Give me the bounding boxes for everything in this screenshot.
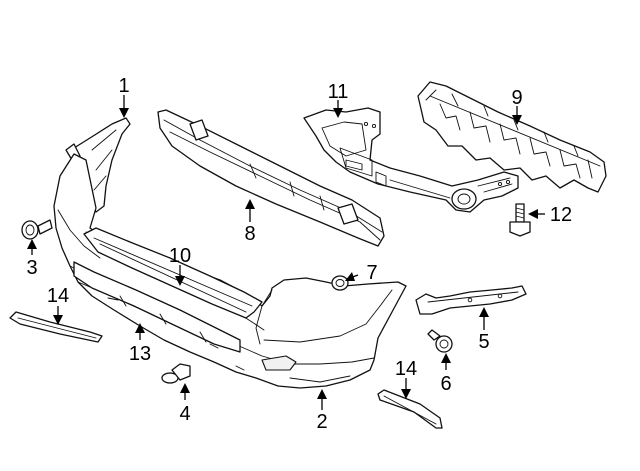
callout-10: 10 — [169, 245, 191, 267]
part-step-pad — [83, 227, 263, 319]
part-push-pin-4 — [161, 363, 191, 384]
part-grommet-7 — [331, 275, 349, 291]
part-energy-absorber — [417, 81, 607, 193]
part-trim-strip-right — [377, 389, 443, 429]
callout-5: 5 — [478, 331, 489, 353]
leader-lines — [27, 95, 545, 410]
callout-14-left: 14 — [47, 285, 69, 307]
callout-labels: 1 2 3 4 5 6 7 8 9 10 11 12 13 14 14 — [26, 75, 572, 433]
part-trim-strip-left — [9, 311, 103, 343]
callout-1: 1 — [118, 75, 129, 97]
callout-8: 8 — [244, 223, 255, 245]
part-bolt-12 — [509, 203, 531, 237]
part-mounting-bracket — [415, 285, 527, 315]
callout-3: 3 — [26, 257, 37, 279]
callout-12: 12 — [550, 204, 572, 226]
callout-13: 13 — [129, 343, 151, 365]
part-lower-valance — [73, 261, 241, 353]
part-reinforcement-beam — [157, 109, 385, 247]
callout-6: 6 — [440, 373, 451, 395]
callout-4: 4 — [179, 403, 190, 425]
callout-9: 9 — [511, 87, 522, 109]
part-hitch-bracket — [303, 107, 519, 213]
part-bumper-cover — [53, 153, 407, 389]
part-push-pin-3 — [21, 219, 53, 240]
callout-14-right: 14 — [395, 358, 417, 380]
callout-7: 7 — [366, 262, 377, 284]
callout-11: 11 — [328, 81, 349, 103]
callout-2: 2 — [316, 411, 327, 433]
part-push-pin-6 — [427, 329, 453, 353]
